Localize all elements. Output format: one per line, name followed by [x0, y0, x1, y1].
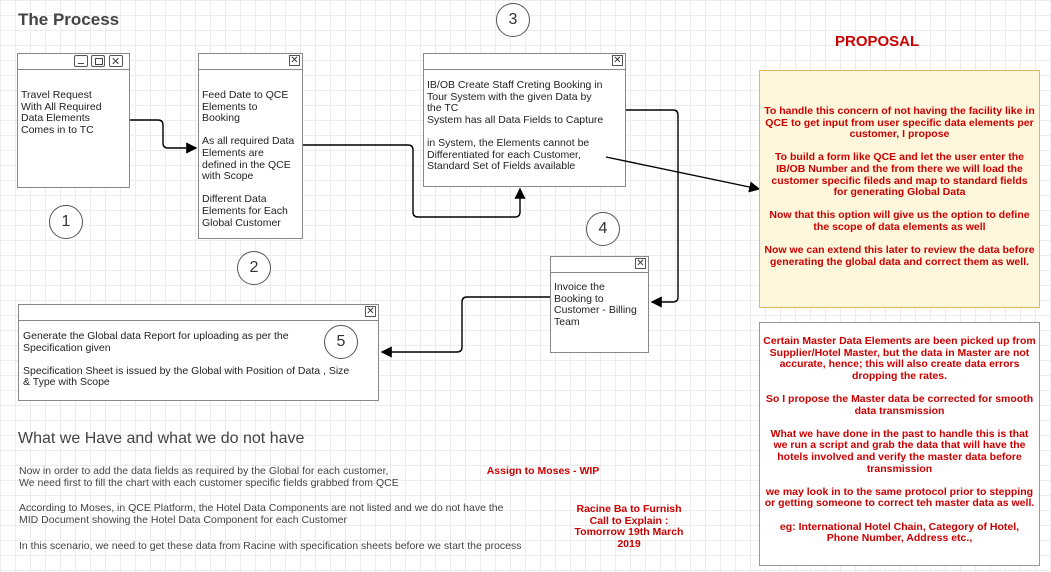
step-3-text: IB/OB Create Staff Creting Booking in To… [427, 79, 604, 173]
connector-3-4 [626, 109, 679, 308]
page-title: The Process [18, 10, 120, 29]
step-2-box[interactable]: ✕ Feed Date to QCE Elements to Booking A… [198, 53, 303, 239]
proposal-note: To handle this concern of not having the… [759, 70, 1040, 308]
step-5-text: Generate the Global data Report for uplo… [23, 330, 350, 389]
master-data-note: Certain Master Data Elements are been pi… [759, 322, 1040, 566]
close-icon[interactable]: ✕ [635, 258, 646, 269]
close-icon[interactable]: ✕ [109, 55, 123, 68]
step-1-marker: 1 [49, 205, 83, 239]
close-icon[interactable]: ✕ [289, 55, 300, 66]
connector-1-2 [130, 119, 198, 154]
maximize-icon[interactable] [91, 55, 105, 67]
step-1-box[interactable]: ✕ Travel Request With All Required Data … [17, 53, 130, 188]
step-4-marker: 4 [586, 212, 620, 246]
step-3-box[interactable]: ✕ IB/OB Create Staff Creting Booking in … [423, 53, 626, 187]
window-titlebar: ✕ [424, 54, 625, 70]
window-titlebar: ✕ [199, 54, 302, 70]
connector-2-3 [303, 144, 526, 218]
connector-4-5 [380, 296, 550, 358]
window-titlebar: ✕ [551, 257, 648, 273]
step-5-box[interactable]: ✕ Generate the Global data Report for up… [18, 304, 379, 401]
window-titlebar: ✕ [19, 305, 378, 321]
proposal-heading: PROPOSAL [835, 33, 920, 50]
close-icon[interactable]: ✕ [365, 306, 376, 317]
racine-note: Racine Ba to Furnish Call to Explain : T… [574, 503, 684, 550]
paragraph-2: According to Moses, in QCE Platform, the… [19, 502, 504, 526]
paragraph-3: In this scenario, we need to get these d… [19, 540, 522, 552]
step-4-box[interactable]: ✕ Invoice the Booking to Customer - Bill… [550, 256, 649, 353]
connector-to-proposal [605, 156, 761, 193]
step-3-marker: 3 [496, 3, 530, 37]
step-2-marker: 2 [237, 251, 271, 285]
section-heading: What we Have and what we do not have [18, 430, 305, 447]
close-icon[interactable]: ✕ [612, 55, 623, 66]
step-4-text: Invoice the Booking to Customer - Billin… [554, 281, 637, 328]
step-1-text: Travel Request With All Required Data El… [21, 89, 102, 136]
step-2-text: Feed Date to QCE Elements to Booking As … [202, 89, 295, 229]
minimize-icon[interactable] [74, 55, 88, 67]
assign-note: Assign to Moses - WIP [486, 465, 600, 477]
window-titlebar: ✕ [18, 54, 129, 70]
step-5-marker: 5 [324, 325, 358, 359]
paragraph-1: Now in order to add the data fields as r… [19, 465, 399, 489]
